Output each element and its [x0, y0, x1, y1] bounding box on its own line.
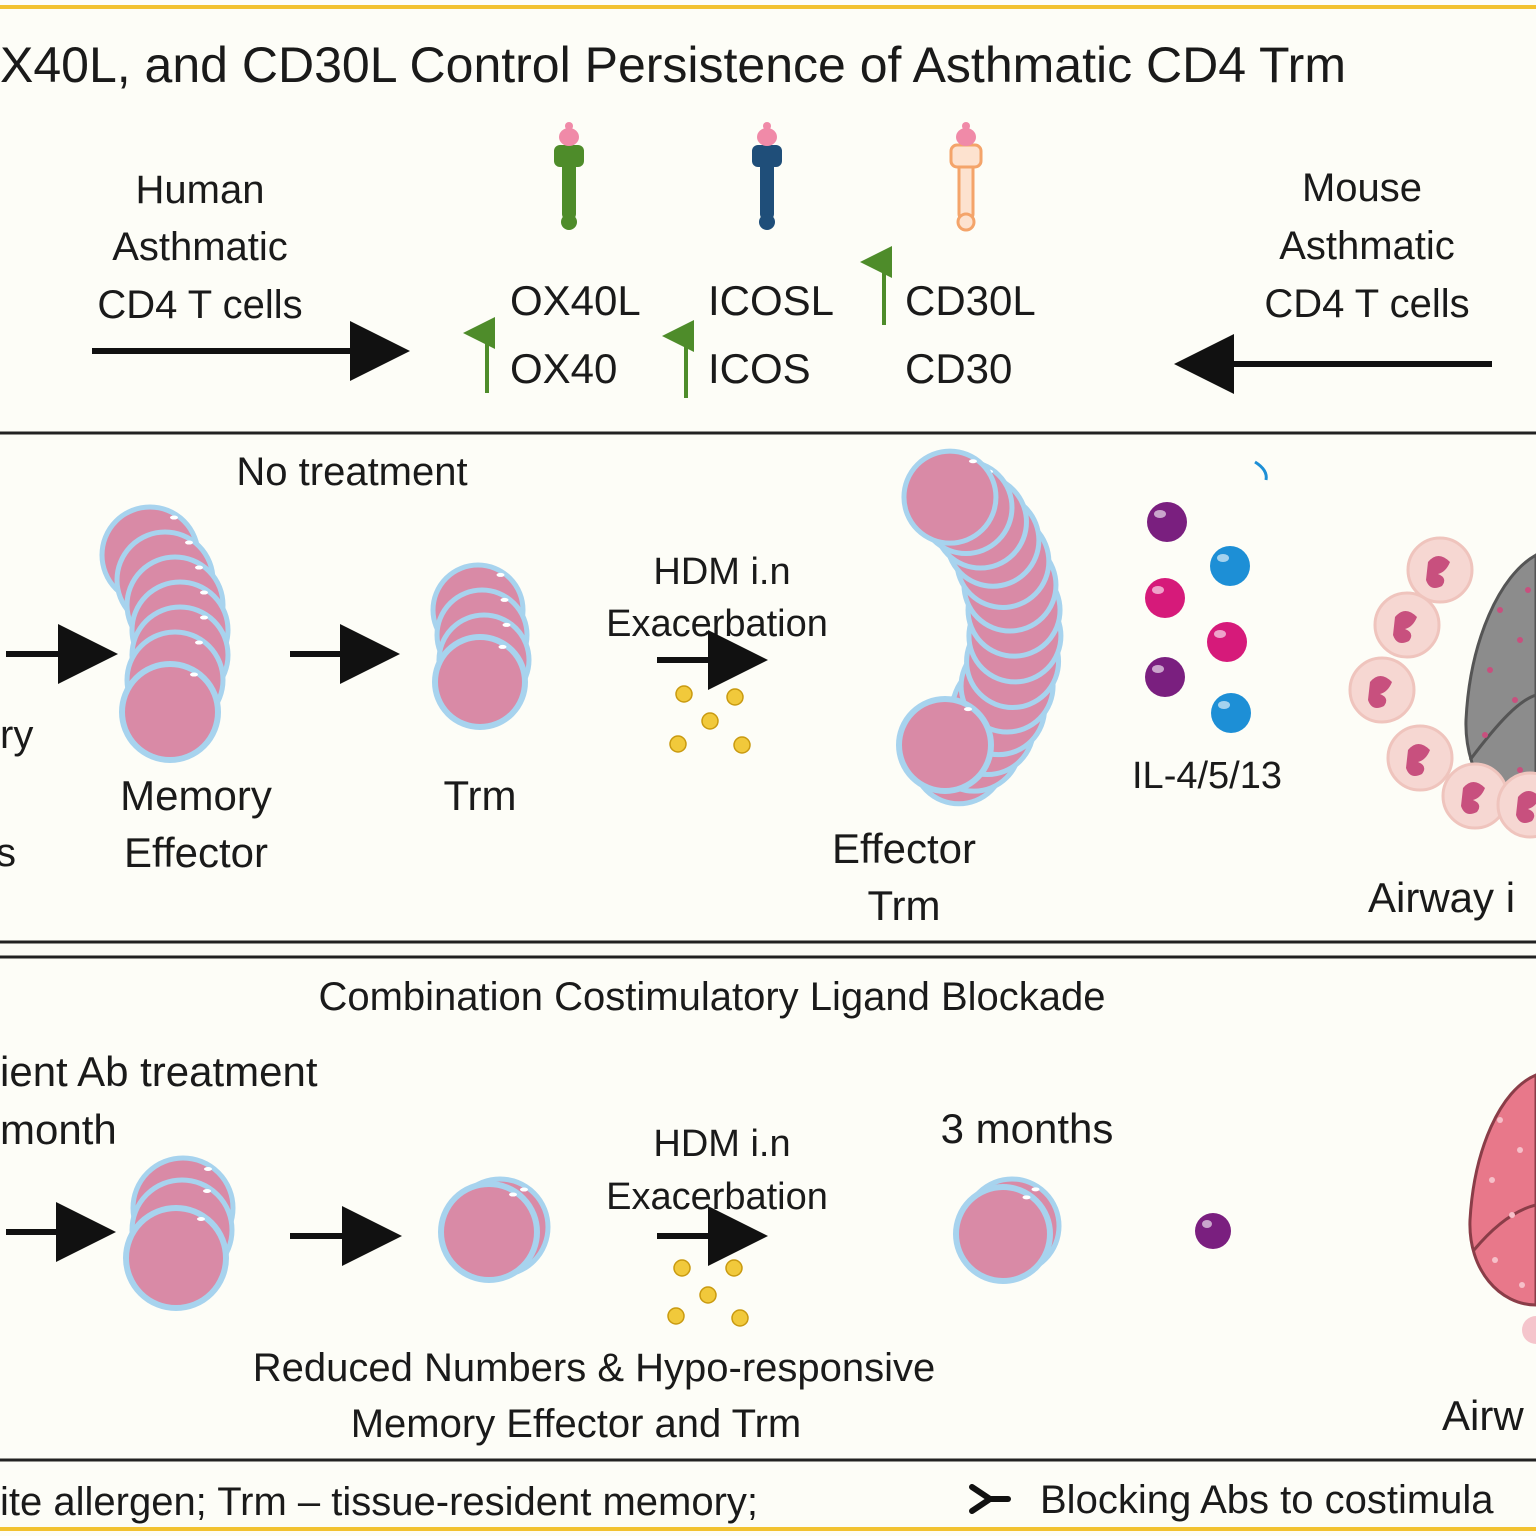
no-treatment-heading: No treatment — [236, 450, 467, 494]
eosinophil-nucleus — [1461, 782, 1485, 814]
inflamed-lung-icon — [1464, 553, 1536, 832]
eosinophil-nucleus — [1406, 744, 1430, 776]
ox40l-receptor-icon — [554, 122, 584, 230]
cd30l-receptor-icon — [949, 122, 983, 232]
cell-highlight — [502, 622, 511, 627]
cytokine-label: IL-4/5/13 — [1132, 755, 1282, 797]
allergen-particles-bot — [667, 1259, 749, 1327]
airway-label-bot: Airw — [1442, 1392, 1524, 1439]
allergen-particles-mid — [669, 685, 751, 754]
cell — [438, 1181, 540, 1283]
left-partial-label-2: s — [0, 831, 16, 875]
cell — [119, 661, 221, 763]
cell — [953, 1184, 1053, 1284]
cytokine-particle-bot — [1195, 1213, 1231, 1249]
cell-highlight — [190, 672, 198, 677]
effector-trm-cell-arc — [896, 448, 1064, 807]
eosinophil-nucleus — [1426, 556, 1450, 588]
cell-highlight — [203, 1189, 211, 1193]
treatment-label-2: month — [0, 1106, 117, 1153]
figure-title: X40L, and CD30L Control Persistence of A… — [0, 37, 1346, 93]
exacerbation-label-bot: Exacerbation — [606, 1176, 828, 1218]
cell-highlight — [170, 515, 178, 520]
hdm-label-mid: HDM i.n — [653, 551, 790, 593]
cytokine-fragment — [1254, 460, 1268, 481]
airway-label-mid: Airway i — [1368, 874, 1515, 921]
cell-highlight — [200, 590, 208, 595]
svg-text:CD4 T cells: CD4 T cells — [97, 283, 302, 327]
cell — [901, 448, 999, 546]
cell-highlight — [964, 707, 972, 712]
treatment-label-1: ient Ab treatment — [0, 1048, 318, 1095]
cell-highlight — [204, 1167, 212, 1171]
cell-highlight — [185, 540, 193, 545]
cell-highlight — [200, 615, 208, 620]
trm-cell-stack — [430, 562, 532, 730]
cell-highlight — [520, 1187, 528, 1192]
cd30l-label: CD30L — [905, 277, 1036, 324]
memory-effector-cell-stack — [99, 504, 231, 763]
exacerbation-label-mid: Exacerbation — [606, 603, 828, 645]
effector-trm-label-2: Trm — [867, 882, 940, 929]
eosinophil-nucleus — [1368, 676, 1392, 708]
svg-text:CD4 T cells: CD4 T cells — [1264, 282, 1469, 326]
memory-label: Memory — [120, 772, 272, 819]
icos-label: ICOS — [708, 345, 811, 392]
cell — [432, 634, 528, 730]
blockade-heading: Combination Costimulatory Ligand Blockad… — [318, 975, 1105, 1019]
caption-line-2: Memory Effector and Trm — [351, 1402, 802, 1446]
trm-3-months-stack — [953, 1176, 1062, 1284]
cell-highlight — [500, 597, 509, 602]
human-label: Human Asthmatic CD4 T cells — [97, 168, 302, 327]
svg-text:Human: Human — [136, 168, 265, 212]
blocking-antibody-icon — [969, 1484, 1011, 1514]
cell — [123, 1205, 229, 1311]
left-partial-label-1: ry — [0, 713, 33, 757]
eosinophil-nucleus — [1393, 611, 1417, 643]
effector-label: Effector — [124, 829, 268, 876]
cd30-label: CD30 — [905, 345, 1012, 392]
three-months-label: 3 months — [941, 1105, 1114, 1152]
eosinophil-nucleus — [1516, 791, 1536, 823]
cell-highlight — [195, 565, 203, 570]
memory-effector-reduced-stack — [123, 1155, 236, 1311]
ox40l-label: OX40L — [510, 277, 641, 324]
cell-highlight — [197, 1217, 205, 1221]
cell-highlight — [509, 1192, 517, 1197]
footer-legend-left: ite allergen; Trm – tissue-resident memo… — [0, 1480, 758, 1524]
cell-highlight — [968, 459, 977, 464]
svg-text:Asthmatic: Asthmatic — [112, 225, 288, 269]
svg-text:Asthmatic: Asthmatic — [1279, 224, 1455, 268]
healthy-lung-icon — [1468, 1073, 1536, 1344]
footer-legend-right: Blocking Abs to costimula — [1040, 1478, 1494, 1522]
hdm-label-bot: HDM i.n — [653, 1123, 790, 1165]
effector-trm-label-1: Effector — [832, 825, 976, 872]
eosinophil-cells — [1348, 536, 1536, 839]
mouse-label: Mouse Asthmatic CD4 T cells — [1264, 166, 1469, 326]
icosl-receptor-icon — [752, 122, 782, 230]
cell-highlight — [1031, 1187, 1040, 1192]
icosl-label: ICOSL — [708, 277, 834, 324]
cell-highlight — [498, 644, 507, 649]
trm-label: Trm — [443, 772, 516, 819]
cytokine-particles — [1145, 502, 1251, 733]
ox40-label: OX40 — [510, 345, 617, 392]
caption-line-1: Reduced Numbers & Hypo-responsive — [253, 1346, 936, 1390]
trm-reduced-stack — [438, 1176, 551, 1283]
cell-highlight — [1022, 1195, 1031, 1200]
cell-highlight — [195, 640, 203, 645]
cell-highlight — [496, 572, 505, 577]
svg-text:Mouse: Mouse — [1302, 166, 1422, 210]
cell — [896, 696, 994, 794]
